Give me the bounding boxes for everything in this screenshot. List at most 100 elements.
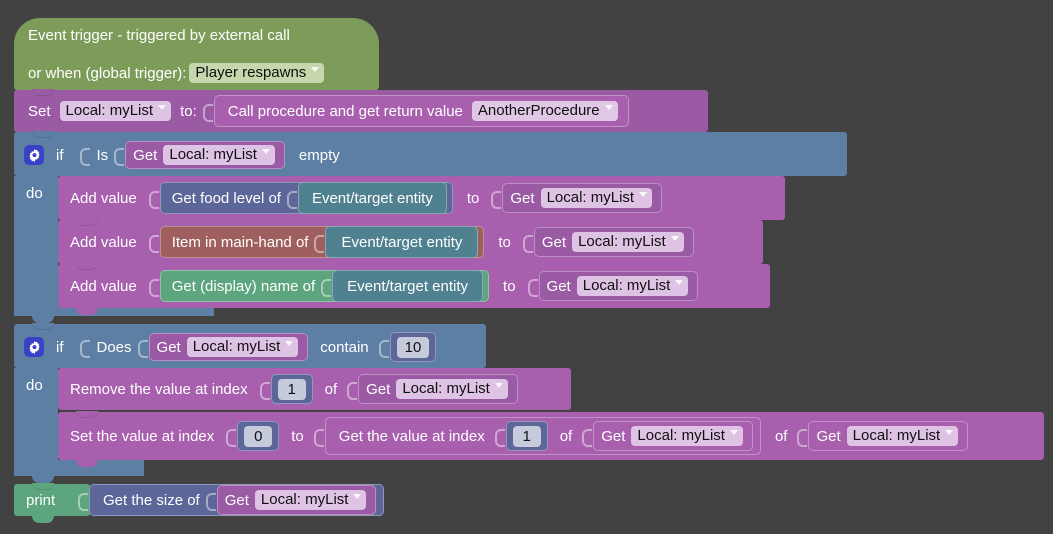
print-block[interactable]: print [14, 483, 90, 523]
event-target-entity-block-3[interactable]: Event/target entity [332, 270, 484, 302]
variable-dropdown[interactable]: Local: myList [163, 145, 275, 165]
item-in-main-hand-label: Item in main-hand of [171, 233, 309, 251]
get-display-name-block[interactable]: Get (display) name of Event/target entit… [159, 270, 490, 302]
get-label: Get [224, 491, 249, 509]
to-label: to: [180, 102, 197, 120]
value-socket-tab [491, 188, 502, 209]
value-socket-tab [286, 188, 297, 209]
add-value-label: Add value [70, 233, 137, 251]
get-label: Get [366, 380, 391, 398]
value-socket-tab [259, 379, 270, 400]
get-variable-block-add3[interactable]: Get Local: myList [538, 271, 699, 301]
chevron-down-icon [604, 105, 613, 110]
do-label-1: do [26, 185, 43, 202]
variable-dropdown[interactable]: Local: myList [572, 232, 684, 252]
get-variable-block-print[interactable]: Get Local: myList [216, 485, 377, 515]
number-block-inner-index-1[interactable]: 1 [505, 421, 548, 451]
get-variable-block-if2[interactable]: Get Local: myList [148, 333, 309, 361]
value-socket-tab [79, 337, 90, 358]
procedure-dropdown[interactable]: AnotherProcedure [471, 101, 618, 121]
chevron-down-icon [311, 67, 320, 72]
variable-dropdown[interactable]: Local: myList [631, 426, 743, 446]
if-block-2-header: if Does Get Local: myList contain 10 [24, 332, 437, 362]
number-field[interactable]: 0 [244, 425, 273, 447]
entity-label: Event/target entity [347, 277, 469, 295]
chevron-down-icon [945, 430, 954, 435]
get-variable-block-add2[interactable]: Get Local: myList [533, 227, 694, 257]
to-label: to [498, 233, 511, 251]
value-socket-tab [378, 337, 389, 358]
remove-value-at-index-block[interactable]: Remove the value at index 1 of Get Local… [58, 368, 571, 410]
variable-dropdown[interactable]: Local: myList [186, 337, 299, 357]
event-trigger-line2: or when (global trigger): [28, 64, 187, 82]
number-field[interactable]: 1 [512, 425, 541, 447]
of-label: of [559, 427, 573, 445]
add-value-block-3[interactable]: Add value Get (display) name of Event/ta… [58, 263, 770, 315]
value-socket-tab [527, 276, 538, 297]
get-variable-block-remove[interactable]: Get Local: myList [358, 374, 518, 404]
number-field[interactable]: 10 [396, 336, 430, 358]
set-value-at-index-block[interactable]: Set the value at index 0 to Get the valu… [58, 411, 1044, 467]
if-label-2: if [56, 338, 64, 356]
set-variable-block[interactable]: Set Local: myList to: Call procedure and… [14, 89, 708, 132]
procedure-value: AnotherProcedure [477, 102, 600, 119]
get-variable-block-if1[interactable]: Get Local: myList [125, 141, 285, 169]
get-variable-block-inner[interactable]: Get Local: myList [593, 421, 753, 451]
variable-dropdown[interactable]: Local: myList [396, 379, 508, 399]
value-socket-tab [148, 232, 159, 253]
call-procedure-label: Call procedure and get return value [227, 102, 463, 120]
entity-label: Event/target entity [311, 189, 433, 207]
event-target-entity-block-1[interactable]: Event/target entity [297, 182, 447, 214]
if-block-2-footer [14, 460, 144, 483]
event-target-entity-block-2[interactable]: Event/target entity [325, 226, 479, 258]
if-block-1-header: if Is Get Local: myList empty [24, 141, 346, 169]
call-procedure-block[interactable]: Call procedure and get return value Anot… [213, 95, 629, 127]
variable-dropdown[interactable]: Local: myList [846, 426, 959, 446]
chevron-down-icon [261, 149, 270, 154]
to-label: to [466, 189, 480, 207]
chevron-down-icon [639, 192, 648, 197]
variable-dropdown[interactable]: Local: myList [254, 490, 367, 510]
get-food-level-block[interactable]: Get food level of Event/target entity [159, 182, 453, 214]
value-socket-tab [797, 426, 808, 447]
global-trigger-dropdown[interactable]: Player respawns [189, 63, 325, 83]
event-trigger-block[interactable]: Event trigger - triggered by external ca… [14, 18, 379, 90]
add-value-block-1[interactable]: Add value Get food level of Event/target… [58, 176, 785, 220]
get-value-at-index-block[interactable]: Get the value at index 1 of Get Local: m… [324, 417, 761, 455]
add-value-block-2[interactable]: Add value Item in main-hand of Event/tar… [58, 219, 763, 264]
variable-dropdown[interactable]: Local: myList [576, 276, 689, 296]
get-size-of-block[interactable]: Get the size of Get Local: myList [89, 484, 385, 516]
number-block-10[interactable]: 10 [389, 332, 437, 362]
get-food-level-label: Get food level of [171, 189, 281, 207]
number-block-index-0[interactable]: 0 [237, 421, 280, 451]
gear-icon[interactable] [24, 337, 44, 357]
number-block-index-1[interactable]: 1 [270, 374, 313, 404]
variable-value: Local: myList [578, 233, 666, 250]
global-trigger-value: Player respawns [195, 64, 307, 81]
chevron-down-icon [158, 105, 167, 110]
variable-value: Local: myList [260, 491, 349, 508]
value-socket-tab [522, 232, 533, 253]
item-in-main-hand-block[interactable]: Item in main-hand of Event/target entity [159, 226, 485, 258]
value-socket-tab [347, 379, 358, 400]
get-display-name-label: Get (display) name of [171, 277, 316, 295]
variable-value: Local: myList [192, 338, 281, 355]
variable-value: Local: myList [637, 427, 725, 444]
variable-value: Local: myList [852, 427, 941, 444]
get-label: Get [546, 277, 571, 295]
set-variable-dropdown[interactable]: Local: myList [59, 101, 172, 121]
number-field[interactable]: 1 [277, 378, 306, 400]
value-socket-tab [226, 426, 237, 447]
print-label: print [26, 491, 56, 509]
if-block-2-spine [14, 368, 58, 473]
chevron-down-icon [729, 430, 738, 435]
gear-icon[interactable] [24, 145, 44, 165]
get-variable-block-outer[interactable]: Get Local: myList [808, 421, 969, 451]
entity-label: Event/target entity [341, 233, 463, 251]
do-label-2: do [26, 377, 43, 394]
get-variable-block-add1[interactable]: Get Local: myList [502, 183, 663, 213]
of-label: of [774, 427, 788, 445]
variable-dropdown[interactable]: Local: myList [540, 188, 653, 208]
get-size-of-label: Get the size of [103, 491, 200, 509]
